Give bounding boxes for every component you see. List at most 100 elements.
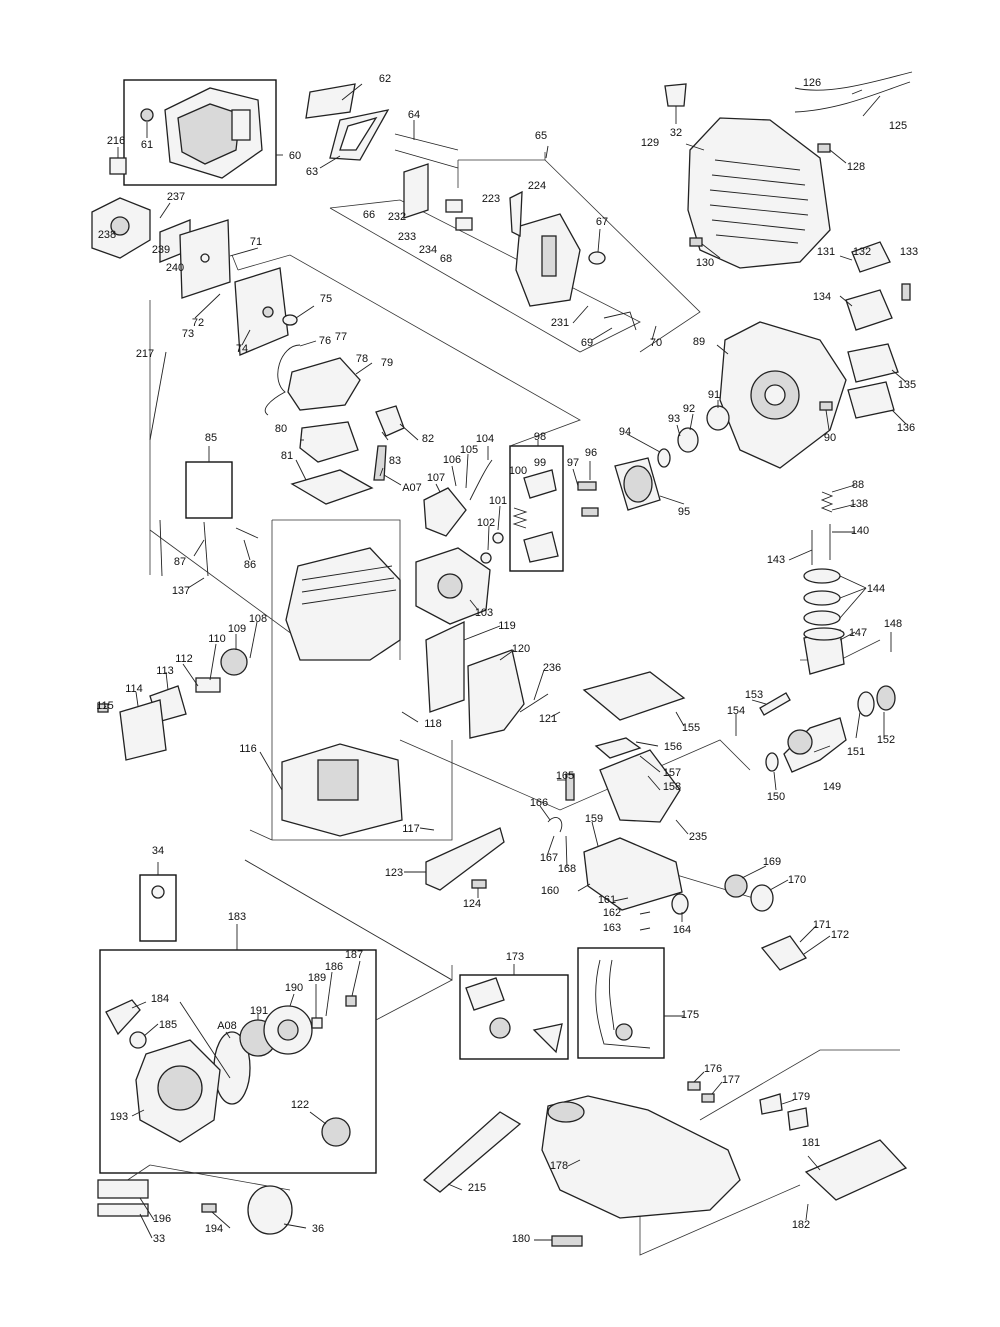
callout-124: 124 (463, 898, 481, 910)
fuel-pipe (595, 959, 651, 1049)
callout-73: 73 (182, 328, 194, 340)
callout-61: 61 (141, 139, 153, 151)
callout-85: 85 (205, 432, 217, 444)
label-34-card (139, 874, 177, 942)
pipe-69 (603, 311, 637, 331)
callout-166: 166 (530, 797, 548, 809)
callout-163: 163 (603, 922, 621, 934)
callout-140: 140 (851, 525, 869, 537)
callout-118: 118 (424, 718, 442, 730)
label-196 (97, 1179, 149, 1199)
spark-plug-cap (375, 405, 405, 437)
cap-169 (724, 874, 748, 898)
seal-152 (876, 685, 896, 711)
callout-125: 125 (889, 120, 907, 132)
insulator-74 (234, 267, 289, 356)
callout-237: 237 (167, 191, 185, 203)
callout-167: 167 (540, 852, 558, 864)
grommet-179b (787, 1107, 809, 1131)
callout-156: 156 (664, 741, 682, 753)
callout-89: 89 (693, 336, 705, 348)
callout-134: 134 (813, 291, 831, 303)
callout-193: 193 (110, 1111, 128, 1123)
breather-hose (264, 344, 301, 416)
callout-137: 137 (172, 585, 190, 597)
callout-126: 126 (803, 77, 821, 89)
o-ring-75 (282, 314, 298, 326)
starter-rope (179, 1001, 231, 1079)
bolt-194 (201, 1203, 217, 1213)
callout-106: 106 (443, 454, 461, 466)
pad-180 (551, 1235, 583, 1247)
callout-33: 33 (153, 1233, 165, 1245)
callout-123: 123 (385, 867, 403, 879)
clamp-135 (847, 343, 899, 383)
callout-133: 133 (900, 246, 918, 258)
seal-151 (857, 691, 875, 717)
assembly-guides (119, 152, 900, 1256)
callout-183: 183 (228, 911, 246, 923)
bearing-150 (765, 752, 779, 772)
label-216 (109, 157, 127, 175)
callout-86: 86 (244, 559, 256, 571)
label-32 (664, 83, 687, 107)
callout-194: 194 (205, 1223, 223, 1235)
callout-96: 96 (585, 447, 597, 459)
clamp-131 (851, 241, 891, 273)
callout-187: 187 (345, 949, 363, 961)
callout-92: 92 (683, 403, 695, 415)
callout-71: 71 (250, 236, 262, 248)
callout-108: 108 (249, 613, 267, 625)
callout-63: 63 (306, 166, 318, 178)
callout-143: 143 (767, 554, 785, 566)
leader-lines (103, 83, 907, 1241)
callout-122: 122 (291, 1099, 309, 1111)
clip-166 (547, 817, 563, 833)
starter-handle (105, 999, 141, 1036)
cam-gear-109 (220, 648, 248, 676)
callout-233: 233 (398, 231, 416, 243)
callout-154: 154 (727, 705, 745, 717)
callout-68: 68 (440, 253, 452, 265)
fuel-cap (465, 977, 505, 1011)
throttle-cable (149, 351, 167, 441)
callout-176: 176 (704, 1063, 722, 1075)
callout-79: 79 (381, 357, 393, 369)
callout-112: 112 (175, 653, 193, 665)
callout-88: 88 (852, 479, 864, 491)
callout-98: 98 (534, 431, 546, 443)
circlip-94 (657, 448, 671, 468)
pushrod-b (203, 521, 209, 577)
bolt-133 (901, 283, 911, 301)
callout-173: 173 (506, 951, 524, 963)
filler-neck-171 (760, 935, 807, 971)
callout-135: 135 (898, 379, 916, 391)
box-175 (577, 947, 665, 1059)
callout-81: 81 (281, 450, 293, 462)
callout-151: 151 (847, 746, 865, 758)
callout-232: 232 (388, 211, 406, 223)
callout-150: 150 (767, 791, 785, 803)
callout-238: 238 (98, 229, 116, 241)
bolt-165 (565, 773, 575, 801)
callout-69: 69 (581, 337, 593, 349)
callout-136: 136 (897, 422, 915, 434)
clutch-shoe-99 (523, 469, 557, 499)
callout-152: 152 (877, 734, 895, 746)
callout-119: 119 (498, 620, 516, 632)
callout-168: 168 (558, 863, 576, 875)
callout-179: 179 (792, 1091, 810, 1103)
long-bolt (394, 133, 459, 151)
callout-132: 132 (853, 246, 871, 258)
callout-217: 217 (136, 348, 154, 360)
grommet-177 (701, 1093, 715, 1103)
callout-95: 95 (678, 506, 690, 518)
callout-169: 169 (763, 856, 781, 868)
box-85 (185, 461, 233, 519)
callout-155: 155 (682, 722, 700, 734)
rocker-cover (299, 421, 359, 463)
base-plate-181 (804, 1139, 908, 1201)
callout-189: 189 (308, 972, 326, 984)
callout-99: 99 (534, 457, 546, 469)
bearing-91 (706, 405, 730, 431)
